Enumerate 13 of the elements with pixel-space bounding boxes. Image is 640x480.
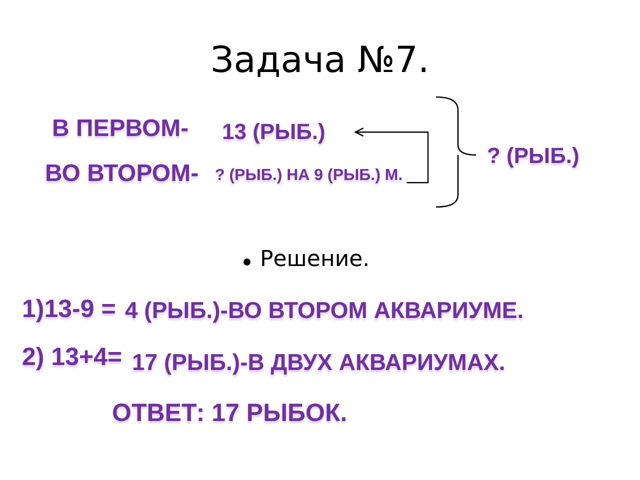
total-label: ? (РЫБ.) <box>487 144 580 168</box>
value-text: 13 (РЫБ.) <box>222 120 326 144</box>
solution-heading: Решение. <box>260 248 370 272</box>
row-label: ВО ВТОРОМ- <box>45 161 199 188</box>
row-label: В ПЕРВОМ- <box>52 116 189 142</box>
answer-text: ОТВЕТ: 17 РЫБОК. <box>112 400 348 428</box>
step-result: 17 (РЫБ.)-В ДВУХ АКВАРИУМАХ. <box>132 350 506 376</box>
value-text: ? (РЫБ.) НА 9 (РЫБ.) М. <box>215 167 403 185</box>
title: Задача №7. <box>210 40 430 81</box>
step-result: 4 (РЫБ.)-ВО ВТОРОМ АКВАРИУМЕ. <box>125 298 524 324</box>
step-expression: 2) 13+4= <box>22 344 122 372</box>
arrow <box>354 128 429 184</box>
step-expression: 1)13-9 = <box>22 296 116 324</box>
